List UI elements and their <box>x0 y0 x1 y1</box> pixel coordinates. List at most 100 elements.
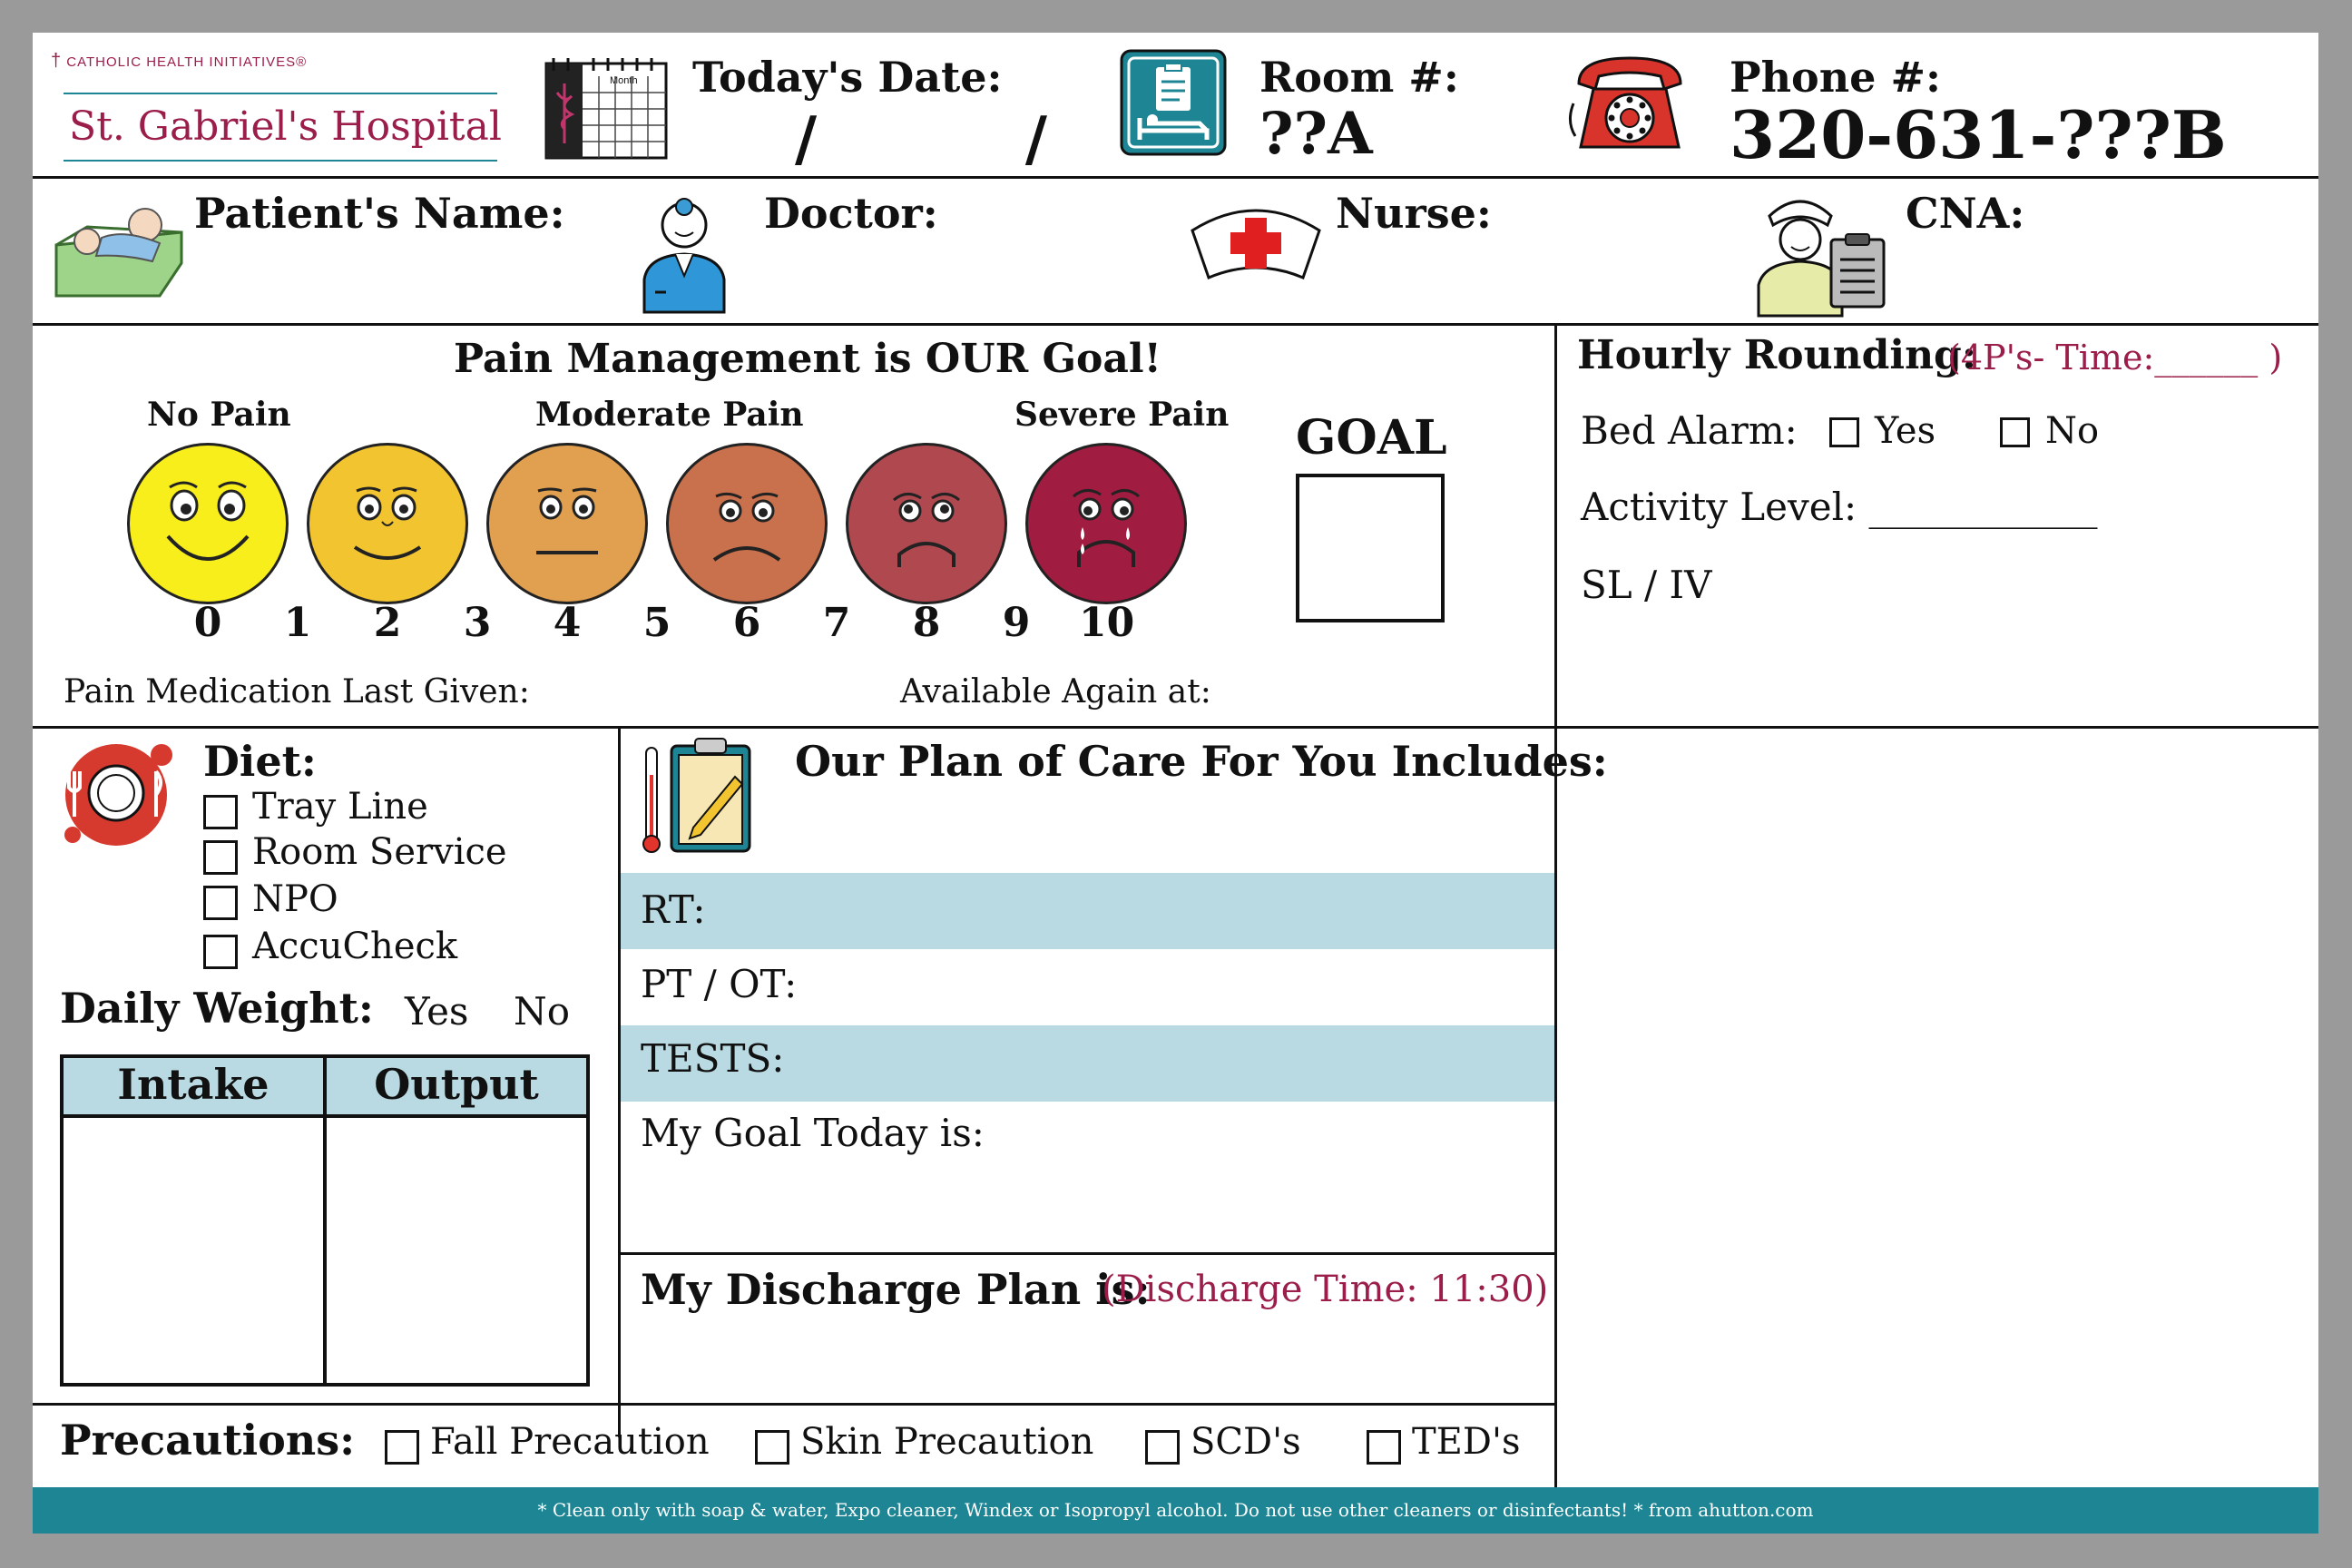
precaution-checkbox-2[interactable] <box>1145 1430 1180 1465</box>
cna-clipboard-icon <box>1757 200 1886 318</box>
pain-med-last-given-label: Pain Medication Last Given: <box>64 673 530 710</box>
pain-scale-0: 0 <box>193 600 222 646</box>
pain-title: Pain Management is OUR Goal! <box>454 336 1161 382</box>
precaution-label-2: SCD's <box>1191 1421 1301 1463</box>
rt-row[interactable] <box>621 873 1554 949</box>
divider <box>33 1403 1557 1406</box>
daily-weight-label: Daily Weight: <box>60 984 374 1033</box>
clipboard-thermometer-icon <box>642 738 751 853</box>
nurse-label: Nurse: <box>1336 189 1492 238</box>
hourly-rounding-subtitle: (4P's- Time:______ ) <box>1947 338 2283 377</box>
sl-iv-label: SL / IV <box>1581 563 1712 607</box>
daily-weight-no[interactable]: No <box>514 989 571 1034</box>
hourly-rounding-title: Hourly Rounding: <box>1577 332 1977 378</box>
plan-of-care-title: Our Plan of Care For You Includes: <box>795 737 1608 786</box>
goal-label: GOAL <box>1296 410 1447 466</box>
date-separators: / / <box>795 103 1047 174</box>
precaution-label-3: TED's <box>1412 1421 1521 1463</box>
tests-label: TESTS: <box>641 1036 785 1081</box>
precaution-checkbox-0[interactable] <box>385 1430 419 1465</box>
calendar-icon: Month <box>544 58 668 160</box>
intake-output-table: Intake Output <box>60 1054 590 1387</box>
pain-scale-10: 10 <box>1079 600 1135 646</box>
goal-today-label: My Goal Today is: <box>641 1111 985 1155</box>
date-label: Today's Date: <box>692 53 1003 102</box>
phone-label: Phone #: <box>1730 53 1941 102</box>
pain-face-2 <box>307 443 468 604</box>
diet-option-label-3: AccuCheck <box>252 926 458 967</box>
bed-alarm-yes-checkbox[interactable] <box>1829 417 1859 447</box>
pain-scale-5: 5 <box>642 600 671 646</box>
bed-alarm-no-label: No <box>2045 410 2100 452</box>
divider <box>33 323 2318 326</box>
goal-box[interactable] <box>1296 474 1445 622</box>
pain-scale-4: 4 <box>553 600 582 646</box>
label-no-pain: No Pain <box>147 396 291 434</box>
diet-option-checkbox-2[interactable] <box>203 886 238 920</box>
pain-scale-7: 7 <box>822 600 851 646</box>
doctor-icon <box>642 198 726 314</box>
doctor-label: Doctor: <box>764 189 938 238</box>
pain-face-8 <box>846 443 1007 604</box>
patient-in-bed-icon <box>54 208 183 298</box>
bed-alarm-label: Bed Alarm: <box>1581 408 1798 453</box>
divider <box>33 726 2318 729</box>
rt-label: RT: <box>641 887 706 932</box>
patient-name-label: Patient's Name: <box>194 189 565 238</box>
tests-row[interactable] <box>621 1025 1554 1102</box>
pain-face-10 <box>1025 443 1187 604</box>
pain-face-4 <box>486 443 648 604</box>
pain-scale-2: 2 <box>373 600 402 646</box>
diet-option-checkbox-3[interactable] <box>203 935 238 969</box>
pain-scale-9: 9 <box>1002 600 1031 646</box>
discharge-plan-label: My Discharge Plan is: <box>641 1265 1151 1314</box>
phone-value: 320-631-???B <box>1730 96 2227 173</box>
hospital-bed-icon <box>1120 49 1227 156</box>
pain-scale-1: 1 <box>283 600 312 646</box>
precaution-checkbox-1[interactable] <box>755 1430 789 1465</box>
precaution-checkbox-3[interactable] <box>1367 1430 1401 1465</box>
room-value: ??A <box>1259 100 1373 168</box>
telephone-icon <box>1569 56 1682 149</box>
divider <box>33 176 2318 179</box>
logo-rule <box>64 93 497 94</box>
available-again-label: Available Again at: <box>900 673 1211 710</box>
cross-icon: † <box>51 51 63 71</box>
diet-title: Diet: <box>203 737 317 786</box>
hospital-name: St. Gabriel's Hospital <box>69 103 502 150</box>
diet-option-label-2: NPO <box>252 878 338 920</box>
room-label: Room #: <box>1259 53 1459 102</box>
intake-header: Intake <box>117 1060 270 1109</box>
pain-face-0 <box>127 443 289 604</box>
diet-option-checkbox-0[interactable] <box>203 795 238 829</box>
discharge-time: (Discharge Time: 11:30) <box>1102 1269 1549 1310</box>
label-severe-pain: Severe Pain <box>1014 396 1230 434</box>
pain-scale-3: 3 <box>463 600 492 646</box>
diet-option-label-0: Tray Line <box>252 786 428 828</box>
cna-label: CNA: <box>1906 189 2025 238</box>
bed-alarm-yes-label: Yes <box>1875 410 1936 452</box>
precaution-label-0: Fall Precaution <box>430 1421 710 1463</box>
precaution-label-1: Skin Precaution <box>800 1421 1094 1463</box>
precautions-label: Precautions: <box>60 1416 356 1465</box>
calendar-month-label: Month <box>610 75 638 86</box>
diet-option-checkbox-1[interactable] <box>203 840 238 875</box>
plate-utensils-icon <box>64 744 172 846</box>
label-moderate-pain: Moderate Pain <box>535 396 804 434</box>
daily-weight-yes[interactable]: Yes <box>405 989 469 1034</box>
pt-ot-label: PT / OT: <box>641 962 798 1006</box>
output-header: Output <box>374 1060 539 1109</box>
whiteboard: † CATHOLIC HEALTH INITIATIVES® St. Gabri… <box>33 33 2318 1534</box>
bed-alarm-no-checkbox[interactable] <box>2000 417 2030 447</box>
logo-rule-bottom <box>64 160 497 162</box>
output-cell[interactable] <box>327 1118 586 1383</box>
divider <box>618 1252 1557 1255</box>
logo-org: † CATHOLIC HEALTH INITIATIVES® <box>51 51 308 71</box>
divider <box>618 726 621 1437</box>
diet-option-label-1: Room Service <box>252 831 507 873</box>
footer-cleaning-note: * Clean only with soap & water, Expo cle… <box>33 1487 2318 1534</box>
divider <box>1554 323 1557 1487</box>
nurse-cap-icon <box>1191 209 1321 280</box>
intake-cell[interactable] <box>64 1118 323 1383</box>
table-divider <box>323 1058 327 1383</box>
